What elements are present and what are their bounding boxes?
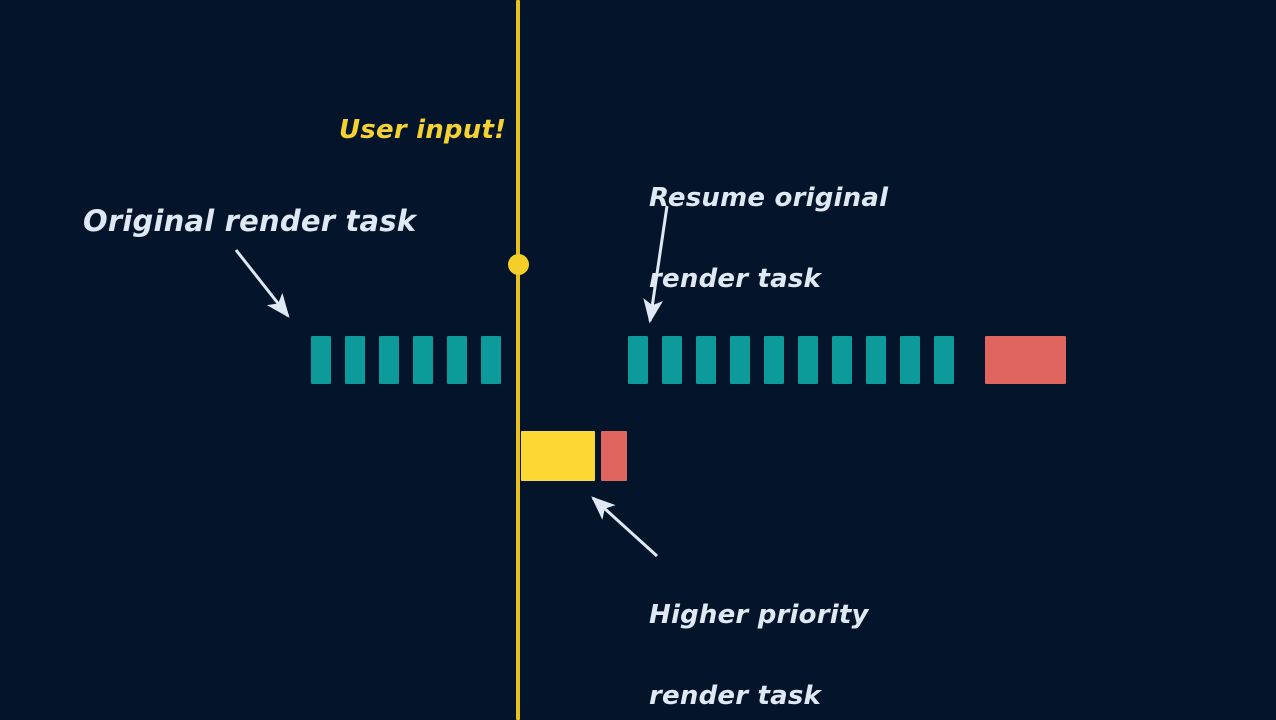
- user-input-marker-dot: [508, 254, 529, 275]
- task-bar-work: [311, 336, 331, 384]
- task-bar-work: [447, 336, 467, 384]
- label-higher-priority-line1: Higher priority: [649, 600, 869, 631]
- label-higher-priority-line2: render task: [649, 681, 822, 712]
- arrow-higher-priority-task: [591, 496, 659, 558]
- task-bar-work: [662, 336, 682, 384]
- label-resume-render-task-line1: Resume original: [649, 183, 889, 214]
- task-bar-commit: [601, 431, 627, 481]
- label-original-render-task: Original render task: [83, 204, 417, 238]
- task-bar-commit: [985, 336, 1066, 384]
- label-higher-priority-render-task: Higher priority render task: [649, 548, 869, 720]
- label-resume-render-task-line2: render task: [649, 264, 822, 295]
- task-bar-work: [730, 336, 750, 384]
- task-bar-work: [900, 336, 920, 384]
- task-bar-work: [481, 336, 501, 384]
- task-bar-work: [832, 336, 852, 384]
- label-resume-render-task: Resume original render task: [649, 131, 888, 347]
- task-bar-work: [521, 431, 595, 481]
- task-bar-work: [696, 336, 716, 384]
- label-user-input: User input!: [339, 115, 507, 145]
- task-bar-work: [798, 336, 818, 384]
- user-input-timeline-line: [516, 0, 520, 720]
- task-bar-work: [345, 336, 365, 384]
- task-bar-work: [628, 336, 648, 384]
- task-bar-work: [866, 336, 886, 384]
- task-bar-work: [379, 336, 399, 384]
- task-bar-work: [934, 336, 954, 384]
- task-bar-work: [764, 336, 784, 384]
- arrow-original-render-task: [234, 249, 290, 318]
- task-bar-work: [413, 336, 433, 384]
